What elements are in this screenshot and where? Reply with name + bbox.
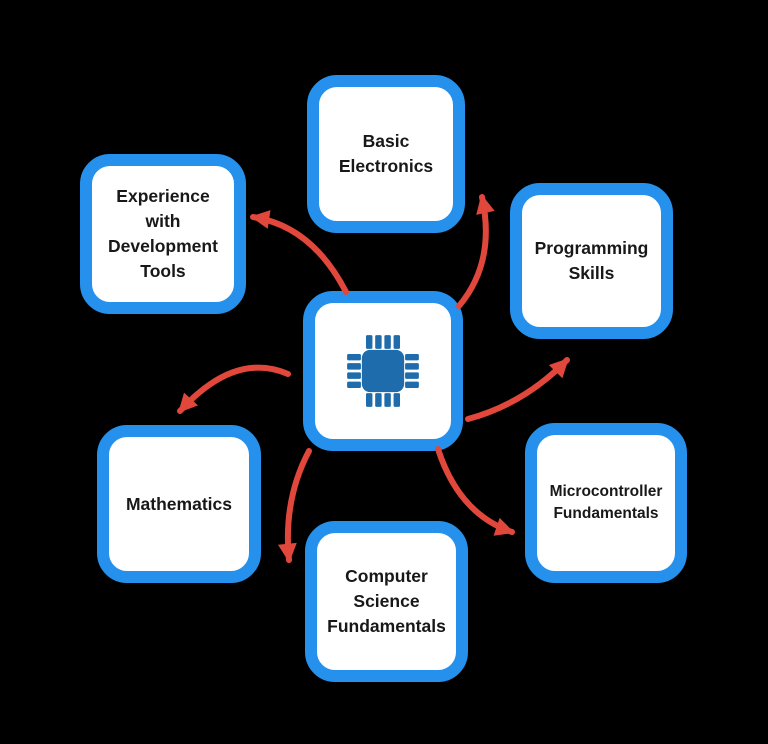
node-experience-development-tools: Experience with Development Tools — [80, 154, 246, 314]
microchip-icon — [347, 335, 419, 407]
node-center-microchip — [303, 291, 463, 451]
node-mathematics-label: Mathematics — [125, 493, 232, 514]
arrow-center-to-microcontroller-fundamentals — [435, 446, 515, 536]
arrow-center-to-mathematics — [177, 364, 291, 414]
node-basic-electronics-label: Basic Electronics — [338, 131, 434, 176]
node-basic-electronics: Basic Electronics — [307, 75, 465, 233]
node-mathematics: Mathematics — [97, 425, 261, 583]
node-microcontroller-fundamentals-label: Microcontroller Fundamentals — [549, 483, 663, 522]
node-microcontroller-fundamentals: Microcontroller Fundamentals — [525, 423, 687, 583]
node-computer-science-fundamentals: Computer Science Fundamentals — [305, 521, 468, 682]
node-programming-skills: Programming Skills — [510, 183, 673, 339]
node-programming-skills-label: Programming Skills — [534, 238, 649, 283]
arrow-center-to-programming-skills — [465, 357, 570, 422]
node-computer-science-fundamentals-label: Computer Science Fundamentals — [327, 566, 446, 636]
node-experience-development-tools-label: Experience with Development Tools — [108, 186, 218, 281]
